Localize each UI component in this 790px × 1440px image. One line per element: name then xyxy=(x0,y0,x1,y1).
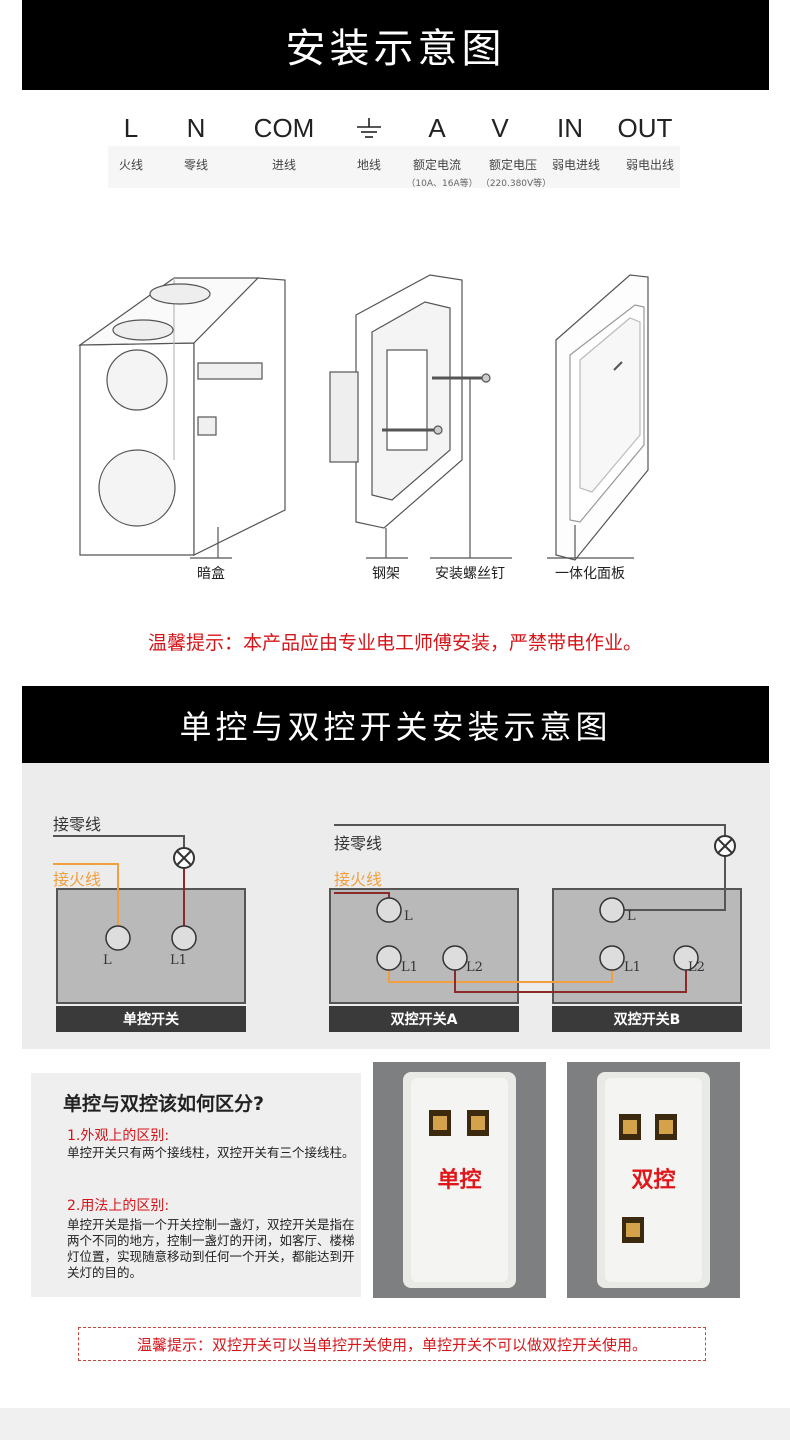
legend-name-a: 额定电流 xyxy=(412,158,462,172)
part-label-box: 暗盒 xyxy=(197,566,225,582)
banner-title: 单控与双控开关安装示意图 xyxy=(179,707,612,746)
legend-code-v: V xyxy=(491,113,509,143)
legend-code-in: IN xyxy=(557,113,583,143)
switch-wiring-banner: 单控与双控开关安装示意图 xyxy=(22,686,769,763)
single-term-l: L xyxy=(103,953,112,968)
legend-code-n: N xyxy=(186,113,206,143)
legend-sub-a: （10A、16A等） xyxy=(406,179,478,189)
single-live-wire xyxy=(53,863,119,938)
b-terminal-l1 xyxy=(599,945,625,971)
difference-info-box: 单控与双控该如何区分? 1.外观上的区别: 单控开关只有两个接线柱，双控开关有三… xyxy=(31,1073,361,1297)
a-terminal-l1 xyxy=(376,945,402,971)
b-terminal-l2 xyxy=(673,945,699,971)
double-lamp-return-wire xyxy=(612,856,726,911)
b-terminal-l xyxy=(599,897,625,923)
panel-drawing xyxy=(555,274,649,561)
back-box-drawing xyxy=(78,277,286,556)
mounting-frame-drawing xyxy=(329,274,491,529)
usage-warning-text: 温馨提示：双控开关可以当单控开关使用，单控开关不可以做双控开关使用。 xyxy=(136,1335,647,1354)
info-text-usage: 单控开关是指一个开关控制一盏灯，双控开关是指在两个不同的地方，控制一盏灯的开闭，… xyxy=(67,1217,355,1280)
legend-code-l: L xyxy=(123,113,139,143)
a-terminal-l2 xyxy=(442,945,468,971)
a-term-l1: L1 xyxy=(401,960,418,975)
double-live-label: 接火线 xyxy=(334,870,383,889)
double-neutral-wire xyxy=(334,824,726,836)
wiring-lines xyxy=(53,824,736,993)
single-neutral-wire xyxy=(53,835,185,848)
legend-name-com: 进线 xyxy=(271,158,297,172)
double-l1-link-wire xyxy=(388,958,613,983)
single-switch-title: 单控开关 xyxy=(56,1006,246,1032)
a-term-l: L xyxy=(404,909,413,924)
single-terminal-l1 xyxy=(171,925,197,951)
single-lamp-icon xyxy=(173,847,195,869)
legend-name-n: 零线 xyxy=(183,158,209,172)
safety-warning: 温馨提示：本产品应由专业电工师傅安装，严禁带电作业。 xyxy=(147,632,642,654)
banner-title: 安装示意图 xyxy=(285,26,506,72)
b-term-l: L xyxy=(627,909,636,924)
legend-code-out: OUT xyxy=(617,113,673,143)
double-switch-a-panel xyxy=(329,888,519,1004)
single-switch-panel xyxy=(56,888,246,1004)
double-switch-b-title: 双控开关B xyxy=(552,1006,742,1032)
single-switch-module-icon xyxy=(403,1072,516,1288)
b-term-l1: L1 xyxy=(624,960,641,975)
legend-name-v: 额定电压 xyxy=(488,158,538,172)
double-l2-link-wire xyxy=(454,958,687,993)
info-heading-appearance: 1.外观上的区别: xyxy=(67,1128,170,1144)
footer-band xyxy=(0,1408,790,1440)
legend-code-a: A xyxy=(428,113,446,143)
part-label-panel: 一体化面板 xyxy=(555,566,625,582)
legend-name-l: 火线 xyxy=(118,158,144,172)
ground-icon xyxy=(356,118,382,140)
legend-name-ground: 地线 xyxy=(356,158,382,172)
a-term-l2: L2 xyxy=(466,960,483,975)
parts-illustration xyxy=(78,274,649,561)
info-text-appearance: 单控开关只有两个接线柱，双控开关有三个接线柱。 xyxy=(67,1145,355,1160)
double-switch-photo: 双控 xyxy=(567,1062,740,1298)
double-photo-label: 双控 xyxy=(631,1168,676,1193)
double-neutral-label: 接零线 xyxy=(334,834,383,853)
install-diagram-banner: 安装示意图 xyxy=(22,0,769,90)
info-title: 单控与双控该如何区分? xyxy=(63,1093,265,1115)
double-switch-b-panel xyxy=(552,888,742,1004)
legend-name-band xyxy=(108,146,680,188)
a-terminal-l xyxy=(376,897,402,923)
double-lamp-icon xyxy=(714,835,736,857)
legend-name-in: 弱电进线 xyxy=(551,158,601,172)
part-label-frame: 钢架 xyxy=(372,566,400,582)
info-heading-usage: 2.用法上的区别: xyxy=(67,1198,170,1214)
single-term-l1: L1 xyxy=(170,953,187,968)
legend-code-com: COM xyxy=(253,113,315,143)
double-switch-a-title: 双控开关A xyxy=(329,1006,519,1032)
legend-sub-v: （220.380V等） xyxy=(480,179,552,189)
single-neutral-label: 接零线 xyxy=(53,815,102,834)
single-switch-photo: 单控 xyxy=(373,1062,546,1298)
single-photo-label: 单控 xyxy=(437,1168,482,1193)
single-live-label: 接火线 xyxy=(53,870,102,889)
single-terminal-l xyxy=(105,925,131,951)
part-label-screw: 安装螺丝钉 xyxy=(435,566,505,582)
double-switch-module-icon xyxy=(597,1072,710,1288)
usage-warning: 温馨提示：双控开关可以当单控开关使用，单控开关不可以做双控开关使用。 xyxy=(78,1327,706,1361)
b-term-l2: L2 xyxy=(688,960,705,975)
legend-name-out: 弱电出线 xyxy=(625,158,675,172)
